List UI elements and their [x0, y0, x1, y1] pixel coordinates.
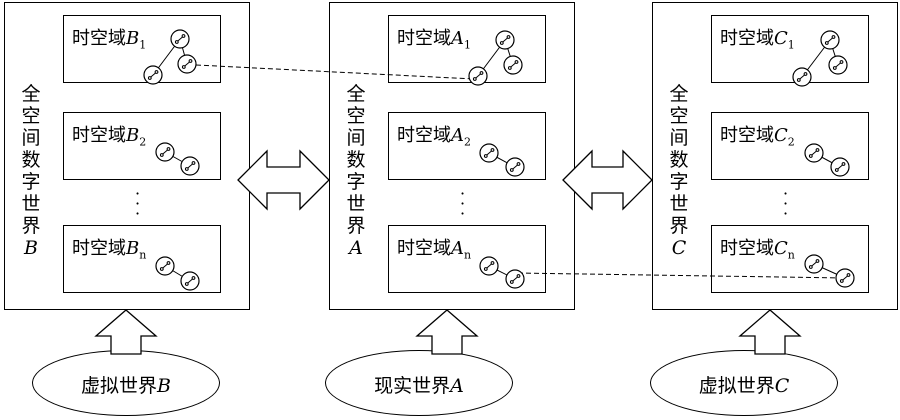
world-box-a: 全 空 间 数 字 世 界 A 时空域A1 时空域A2 ··· 时空域An [329, 2, 575, 310]
up-arrow-b [94, 309, 158, 355]
base-label-a: 现实世界A [374, 375, 464, 397]
domain-label: 时空域C1 [720, 28, 795, 52]
node-icon [804, 143, 824, 163]
domain-an: 时空域An [388, 225, 546, 293]
base-label-c: 虚拟世界C [698, 375, 790, 397]
domain-label: 时空域A1 [397, 28, 471, 52]
node-icon [820, 30, 840, 50]
node-icon [155, 142, 175, 162]
node-icon [143, 65, 163, 85]
node-graph-b2 [155, 142, 200, 176]
domain-b1: 时空域B1 [63, 15, 221, 83]
ellipsis: ··· [135, 184, 141, 223]
node-graph-a2 [479, 143, 525, 177]
node-graph-cn [804, 254, 855, 288]
node-icon [180, 156, 200, 176]
node-graph-an [479, 256, 525, 289]
node-icon [155, 256, 175, 276]
base-ellipse-c: 虚拟世界C [650, 350, 838, 416]
node-icon [792, 67, 812, 87]
domain-label: 时空域Cn [720, 238, 795, 262]
up-arrow-c [738, 309, 802, 355]
node-icon [177, 54, 197, 74]
node-icon [804, 254, 824, 274]
node-icon [828, 55, 848, 75]
world-title-a: 全 空 间 数 字 世 界 A [346, 83, 366, 259]
base-ellipse-b: 虚拟世界B [32, 350, 220, 416]
node-icon [830, 157, 850, 177]
world-box-c: 全 空 间 数 字 世 界 C 时空域C1 时空域C2 ··· 时空域Cn [652, 2, 898, 310]
node-graph-b1 [143, 29, 197, 85]
world-box-b: 全 空 间 数 字 世 界 B 时空域B1 时空域B2 ··· 时空域Bn [4, 2, 250, 310]
world-title-b: 全 空 间 数 字 世 界 B [21, 83, 41, 259]
node-graph-c1 [792, 30, 848, 87]
double-arrow-a-c [562, 149, 653, 211]
node-icon [835, 268, 855, 288]
node-graph-a1 [468, 30, 523, 86]
ellipsis: ··· [783, 184, 789, 223]
node-icon [505, 269, 525, 289]
node-icon [495, 30, 515, 50]
node-graph-c2 [804, 143, 850, 177]
base-label-b: 虚拟世界B [81, 375, 171, 397]
node-icon [479, 143, 499, 163]
node-icon [170, 29, 190, 49]
up-arrow-a [415, 309, 479, 355]
domain-label: 时空域B2 [72, 125, 147, 149]
double-arrow-b-a [237, 149, 330, 211]
ellipsis: ··· [460, 184, 466, 223]
node-icon [180, 271, 200, 291]
domain-label: 时空域A2 [397, 125, 471, 149]
domain-label: 时空域B1 [72, 28, 147, 52]
base-ellipse-a: 现实世界A [325, 350, 513, 416]
world-title-c: 全 空 间 数 字 世 界 C [669, 83, 689, 259]
dashed-link-b1-a1 [195, 64, 475, 80]
node-icon [503, 55, 523, 75]
domain-label: 时空域Bn [72, 238, 147, 262]
dashed-link-an-cn [517, 272, 845, 279]
domain-label: 时空域C2 [720, 125, 795, 149]
node-icon [505, 157, 525, 177]
node-graph-bn [155, 256, 200, 291]
node-icon [479, 256, 499, 276]
node-icon [468, 66, 488, 86]
domain-label: 时空域An [397, 238, 472, 262]
